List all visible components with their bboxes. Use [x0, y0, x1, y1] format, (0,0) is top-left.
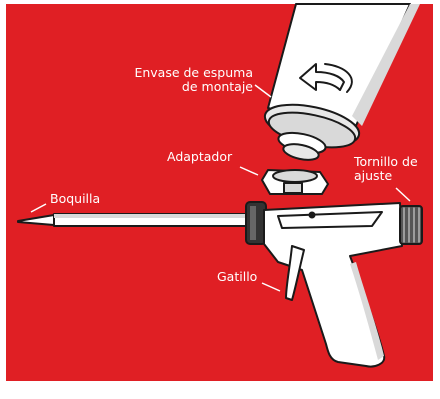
container-label: Envase de espuma de montaje [116, 66, 253, 94]
rotate-arrow-icon [299, 63, 345, 91]
nozzle-leader-line [30, 203, 47, 213]
front-knob [245, 201, 267, 245]
foam-canister [263, 3, 420, 161]
adjusting-screw [399, 205, 423, 245]
trigger-label: Gatillo [217, 269, 258, 284]
trigger-leader-line [261, 282, 281, 292]
gun-body [263, 202, 403, 368]
adapter-label: Adaptador [167, 149, 233, 164]
screw-label-line1: Tornillo de [354, 154, 418, 169]
nozzle-label: Boquilla [50, 191, 101, 206]
screw-label: Tornillo de ajuste [354, 155, 418, 183]
container-label-line2: de montaje [181, 79, 253, 94]
screw-label-line2: ajuste [354, 168, 393, 183]
screw-leader-line [395, 187, 411, 202]
container-leader-line [254, 84, 272, 98]
nozzle [17, 213, 250, 227]
container-label-line1: Envase de espuma [134, 65, 253, 80]
trigger [285, 245, 305, 301]
adapter-leader-line [239, 166, 259, 176]
adapter [261, 169, 329, 195]
